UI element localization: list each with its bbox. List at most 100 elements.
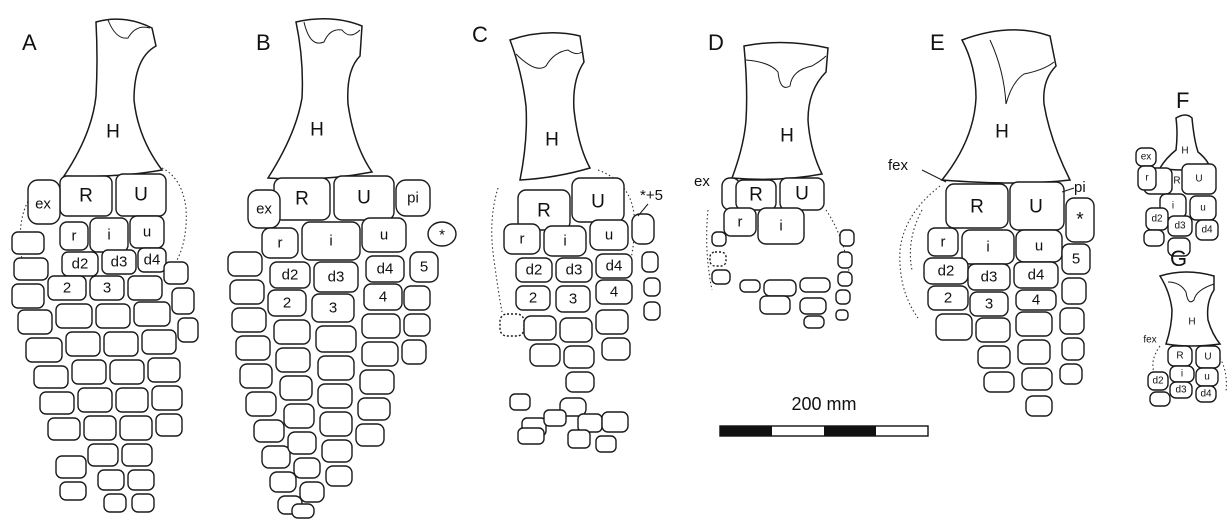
svg-text:5: 5 <box>420 259 428 276</box>
panel-f-letter: F <box>1176 88 1189 113</box>
svg-text:r: r <box>278 235 283 252</box>
svg-text:4: 4 <box>379 289 387 306</box>
panel-c-letter: C <box>472 22 488 47</box>
panel-e-annotation-pi: pi <box>1074 179 1086 196</box>
svg-text:d4: d4 <box>606 258 623 275</box>
scale-bar-segment-3 <box>824 426 876 436</box>
svg-text:2: 2 <box>63 280 71 297</box>
svg-text:R: R <box>970 197 984 218</box>
panel-g-humerus <box>1160 272 1220 346</box>
svg-text:d4: d4 <box>144 252 161 269</box>
svg-text:U: U <box>134 185 148 206</box>
scale-bar-label: 200 mm <box>791 394 856 414</box>
svg-text:R: R <box>1173 176 1180 187</box>
panel-a-letter: A <box>22 30 37 55</box>
panel-c-extra <box>632 214 654 244</box>
svg-text:i: i <box>107 227 110 244</box>
svg-text:d2: d2 <box>1152 376 1164 387</box>
svg-text:2: 2 <box>283 295 291 312</box>
svg-text:3: 3 <box>985 296 993 313</box>
svg-text:d2: d2 <box>938 263 955 280</box>
svg-text:2: 2 <box>529 290 537 307</box>
svg-text:H: H <box>545 130 559 151</box>
panel-d: D H R U r i ex <box>694 30 854 328</box>
svg-text:pi: pi <box>407 190 419 207</box>
panel-d-annotation: ex <box>694 173 710 190</box>
svg-text:H: H <box>310 120 324 141</box>
svg-text:R: R <box>749 185 763 206</box>
svg-text:3: 3 <box>569 291 577 308</box>
svg-text:d3: d3 <box>111 254 128 271</box>
panel-d-letter: D <box>708 30 724 55</box>
svg-text:u: u <box>605 227 613 244</box>
svg-text:i: i <box>329 233 332 250</box>
svg-text:i: i <box>1172 201 1174 212</box>
svg-text:u: u <box>1035 238 1043 255</box>
svg-text:r: r <box>520 231 525 248</box>
svg-text:U: U <box>1204 352 1211 363</box>
svg-text:H: H <box>780 126 794 147</box>
svg-text:4: 4 <box>610 284 618 301</box>
svg-text:U: U <box>357 188 371 209</box>
svg-text:d2: d2 <box>526 262 543 279</box>
panel-d-humerus <box>732 42 828 179</box>
svg-text:d4: d4 <box>377 261 394 278</box>
svg-text:i: i <box>779 218 782 235</box>
svg-text:u: u <box>1204 372 1210 383</box>
svg-text:d3: d3 <box>566 262 583 279</box>
svg-text:d4: d4 <box>1028 267 1045 284</box>
svg-text:ex: ex <box>35 196 51 213</box>
panel-a: A H R U ex r i u d2 d3 d4 2 3 <box>12 19 198 512</box>
svg-text:u: u <box>143 224 151 241</box>
svg-text:r: r <box>941 234 946 251</box>
svg-text:2: 2 <box>944 290 952 307</box>
svg-text:d3: d3 <box>328 269 345 286</box>
svg-text:U: U <box>1029 197 1043 218</box>
panel-f: F H R U ex r i u d2 d3 d4 <box>1136 88 1218 256</box>
panel-b: B H R U ex pi r i u * 5 d2 d3 d4 2 3 4 <box>228 19 456 518</box>
svg-text:r: r <box>738 214 743 231</box>
svg-text:R: R <box>295 189 309 210</box>
svg-text:d4: d4 <box>1200 389 1212 400</box>
svg-text:H: H <box>995 122 1009 143</box>
svg-text:u: u <box>380 227 388 244</box>
svg-text:u: u <box>1200 203 1206 214</box>
svg-text:H: H <box>1188 317 1195 328</box>
svg-text:3: 3 <box>329 300 337 317</box>
svg-text:d2: d2 <box>1151 214 1163 225</box>
panel-a-humerus <box>64 19 162 176</box>
panel-e-humerus <box>942 30 1070 183</box>
svg-text:d4: d4 <box>1201 225 1213 236</box>
svg-text:ex: ex <box>1141 152 1152 163</box>
svg-text:U: U <box>1195 174 1202 185</box>
svg-text:*: * <box>439 227 445 244</box>
scale-bar: 200 mm <box>720 394 928 436</box>
svg-text:d2: d2 <box>72 256 89 273</box>
panel-g-annotation: fex <box>1143 335 1156 346</box>
scale-bar-segment-1 <box>720 426 772 436</box>
svg-text:*: * <box>1076 210 1084 231</box>
svg-text:R: R <box>537 201 551 222</box>
panel-g-letter: G <box>1170 246 1187 271</box>
svg-text:4: 4 <box>1032 292 1040 309</box>
panel-c-annotation: *+5 <box>640 187 663 204</box>
svg-text:3: 3 <box>103 280 111 297</box>
svg-text:R: R <box>1176 351 1183 362</box>
svg-text:H: H <box>1181 146 1188 157</box>
svg-text:i: i <box>1181 369 1183 380</box>
svg-text:d3: d3 <box>981 269 998 286</box>
svg-text:ex: ex <box>256 201 272 218</box>
svg-text:H: H <box>106 122 120 143</box>
svg-text:i: i <box>563 233 566 250</box>
panel-b-letter: B <box>256 30 271 55</box>
svg-text:d3: d3 <box>1175 385 1187 396</box>
panel-g: G H R U i u d2 d3 d4 fex <box>1143 246 1226 406</box>
panel-c: C H R U r i u d2 d3 d4 2 3 4 *+5 <box>472 22 663 452</box>
panel-f-humerus <box>1160 115 1210 170</box>
panel-c-humerus <box>510 33 590 180</box>
svg-text:U: U <box>795 184 809 205</box>
panel-e: E H R U * r i u 5 d2 d3 d4 2 3 4 fex pi <box>888 30 1094 416</box>
svg-text:i: i <box>986 239 989 256</box>
svg-text:5: 5 <box>1072 251 1080 268</box>
